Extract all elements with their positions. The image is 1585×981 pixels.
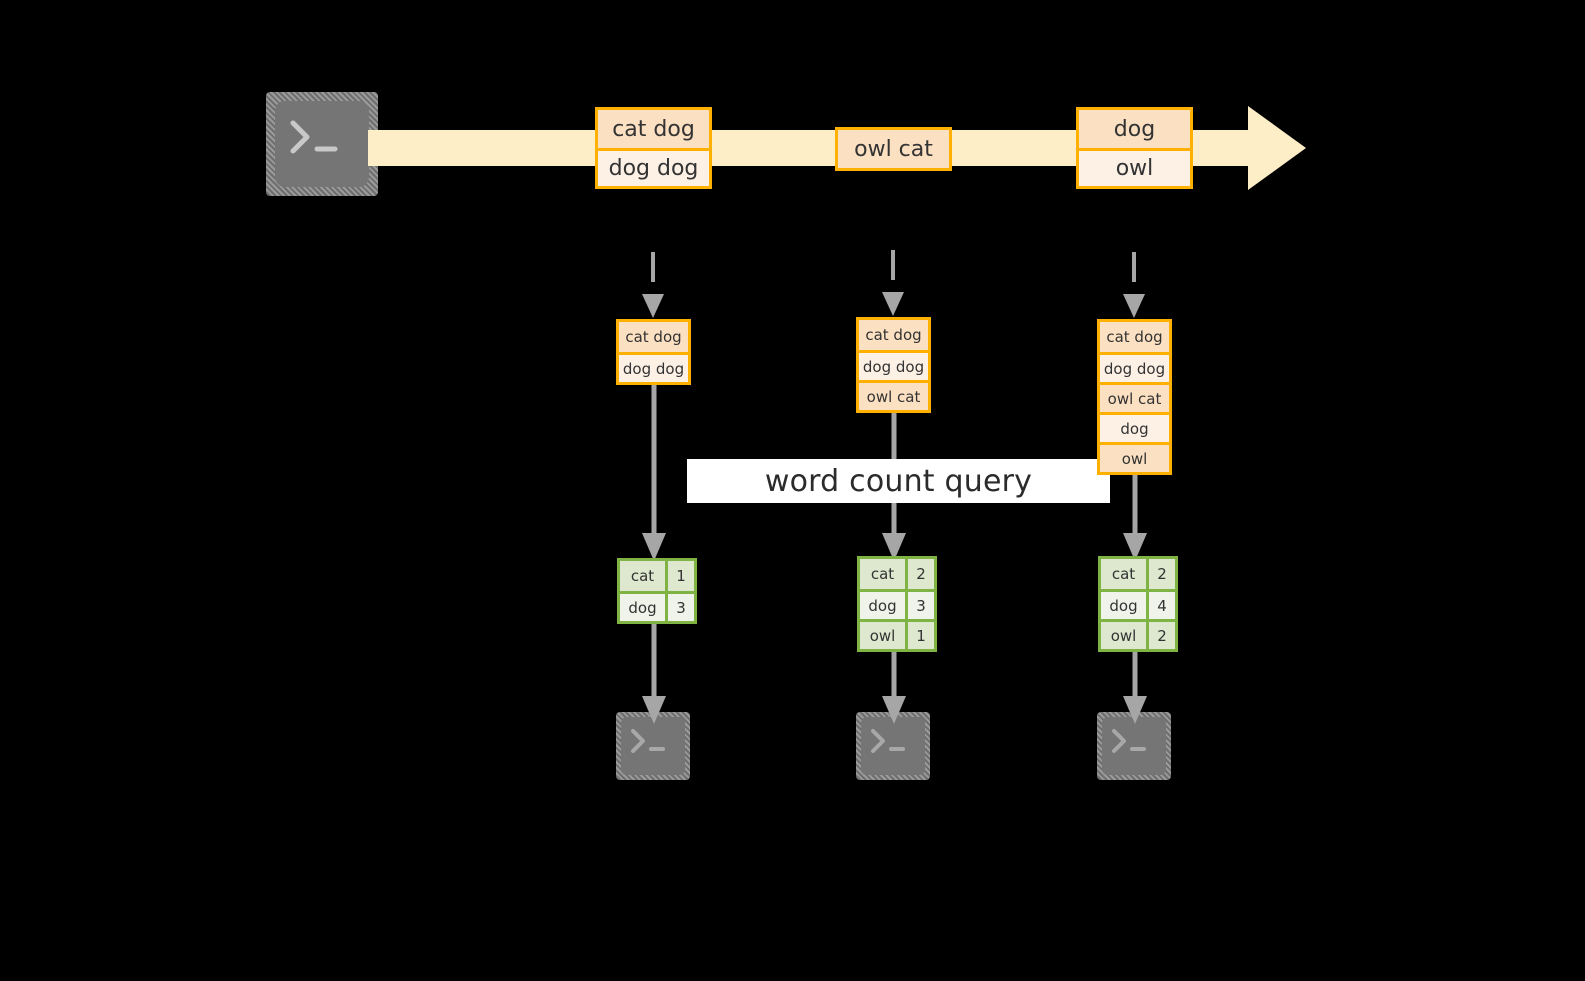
sink-terminal-icon-1 — [616, 712, 690, 780]
terminal-screen — [275, 101, 369, 187]
result-count: 2 — [908, 559, 934, 589]
terminal-prompt-glyph — [871, 729, 905, 753]
stream-group-3: dog owl — [1076, 107, 1193, 189]
buffer-stack-3: cat dog dog dog owl cat dog owl — [1097, 319, 1172, 475]
result-word: dog — [1101, 592, 1149, 619]
result-count: 1 — [668, 561, 694, 591]
table-row: cat 2 — [860, 559, 934, 589]
stream-message: dog dog — [598, 148, 709, 186]
sink-terminal-icon-2 — [856, 712, 930, 780]
stream-message: cat dog — [598, 110, 709, 148]
result-word: cat — [620, 561, 668, 591]
query-connector-3 — [1123, 475, 1147, 561]
result-word: owl — [860, 622, 908, 649]
feed-connector-2 — [882, 250, 904, 316]
stream-message: owl — [1079, 148, 1190, 186]
result-word: dog — [860, 592, 908, 619]
query-connector-1 — [642, 385, 666, 561]
table-row: dog 3 — [860, 589, 934, 619]
buffer-row: cat dog — [859, 320, 928, 350]
table-row: owl 1 — [860, 619, 934, 649]
table-row: dog 4 — [1101, 589, 1175, 619]
table-row: cat 1 — [620, 561, 694, 591]
buffer-row: owl cat — [1100, 382, 1169, 412]
terminal-prompt-glyph — [290, 120, 338, 154]
buffer-stack-2: cat dog dog dog owl cat — [856, 317, 931, 413]
sink-connector-3 — [1123, 650, 1147, 724]
buffer-row: dog — [1100, 412, 1169, 442]
sink-connector-2 — [882, 650, 906, 724]
result-word: cat — [860, 559, 908, 589]
buffer-stack-1: cat dog dog dog — [616, 319, 691, 385]
query-banner-label: word count query — [764, 463, 1033, 499]
stream-message: owl cat — [838, 130, 949, 168]
buffer-row: owl cat — [859, 380, 928, 410]
feed-connector-1 — [642, 252, 664, 318]
terminal-screen — [621, 717, 685, 775]
source-terminal-icon — [266, 92, 378, 196]
result-word: dog — [620, 594, 668, 621]
result-table-1: cat 1 dog 3 — [617, 558, 697, 624]
buffer-row: owl — [1100, 442, 1169, 472]
terminal-screen — [1102, 717, 1166, 775]
result-word: owl — [1101, 622, 1149, 649]
result-table-3: cat 2 dog 4 owl 2 — [1098, 556, 1178, 652]
stream-message: dog — [1079, 110, 1190, 148]
terminal-prompt-glyph — [1112, 729, 1146, 753]
sink-connector-1 — [642, 620, 666, 724]
stream-group-1: cat dog dog dog — [595, 107, 712, 189]
feed-connector-3 — [1123, 252, 1145, 318]
buffer-row: dog dog — [619, 352, 688, 382]
table-row: cat 2 — [1101, 559, 1175, 589]
result-count: 2 — [1149, 622, 1175, 649]
stream-group-2: owl cat — [835, 127, 952, 171]
table-row: owl 2 — [1101, 619, 1175, 649]
terminal-screen — [861, 717, 925, 775]
terminal-prompt-glyph — [631, 729, 665, 753]
result-table-2: cat 2 dog 3 owl 1 — [857, 556, 937, 652]
result-word: cat — [1101, 559, 1149, 589]
query-banner: word count query — [687, 459, 1110, 503]
buffer-row: dog dog — [859, 350, 928, 380]
table-row: dog 3 — [620, 591, 694, 621]
result-count: 2 — [1149, 559, 1175, 589]
buffer-row: cat dog — [619, 322, 688, 352]
result-count: 1 — [908, 622, 934, 649]
result-count: 4 — [1149, 592, 1175, 619]
result-count: 3 — [908, 592, 934, 619]
sink-terminal-icon-3 — [1097, 712, 1171, 780]
buffer-row: cat dog — [1100, 322, 1169, 352]
buffer-row: dog dog — [1100, 352, 1169, 382]
result-count: 3 — [668, 594, 694, 621]
